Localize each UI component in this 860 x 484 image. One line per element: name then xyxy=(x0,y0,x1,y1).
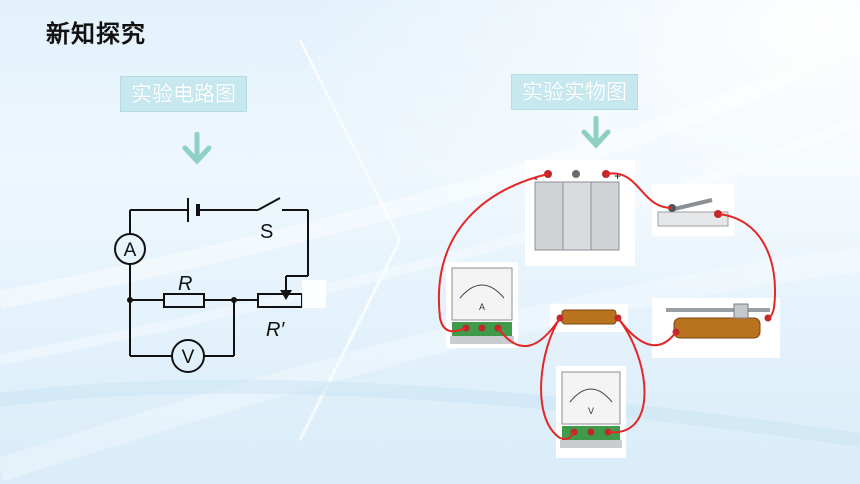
rheostat-label: R′ xyxy=(266,319,285,341)
battery-pack: - + xyxy=(525,160,635,266)
voltmeter-symbol-label: V xyxy=(182,347,195,368)
down-arrow-icon xyxy=(182,132,212,165)
physical-setup: - + A V xyxy=(437,160,780,458)
ammeter-symbol-label: A xyxy=(124,240,137,261)
connecting-wires xyxy=(437,172,776,441)
page-title: 新知探究 xyxy=(46,20,146,48)
down-arrow-icon xyxy=(581,116,611,149)
circuit-diagram-label: 实验电路图 xyxy=(120,76,247,112)
ammeter-device: A xyxy=(446,262,518,348)
battery-plus-label: + xyxy=(614,169,621,183)
rheostat-device xyxy=(652,298,780,358)
circuit-diagram: A V S R R′ xyxy=(114,197,326,373)
voltmeter-dial-label: V xyxy=(588,406,594,416)
ammeter-dial-label: A xyxy=(479,302,485,312)
voltmeter-device: V xyxy=(556,366,626,458)
resistor-device xyxy=(550,304,628,332)
physical-diagram-label: 实验实物图 xyxy=(511,74,638,110)
knife-switch xyxy=(652,184,734,236)
resistor-label: R xyxy=(178,273,192,295)
switch-label: S xyxy=(260,221,273,243)
